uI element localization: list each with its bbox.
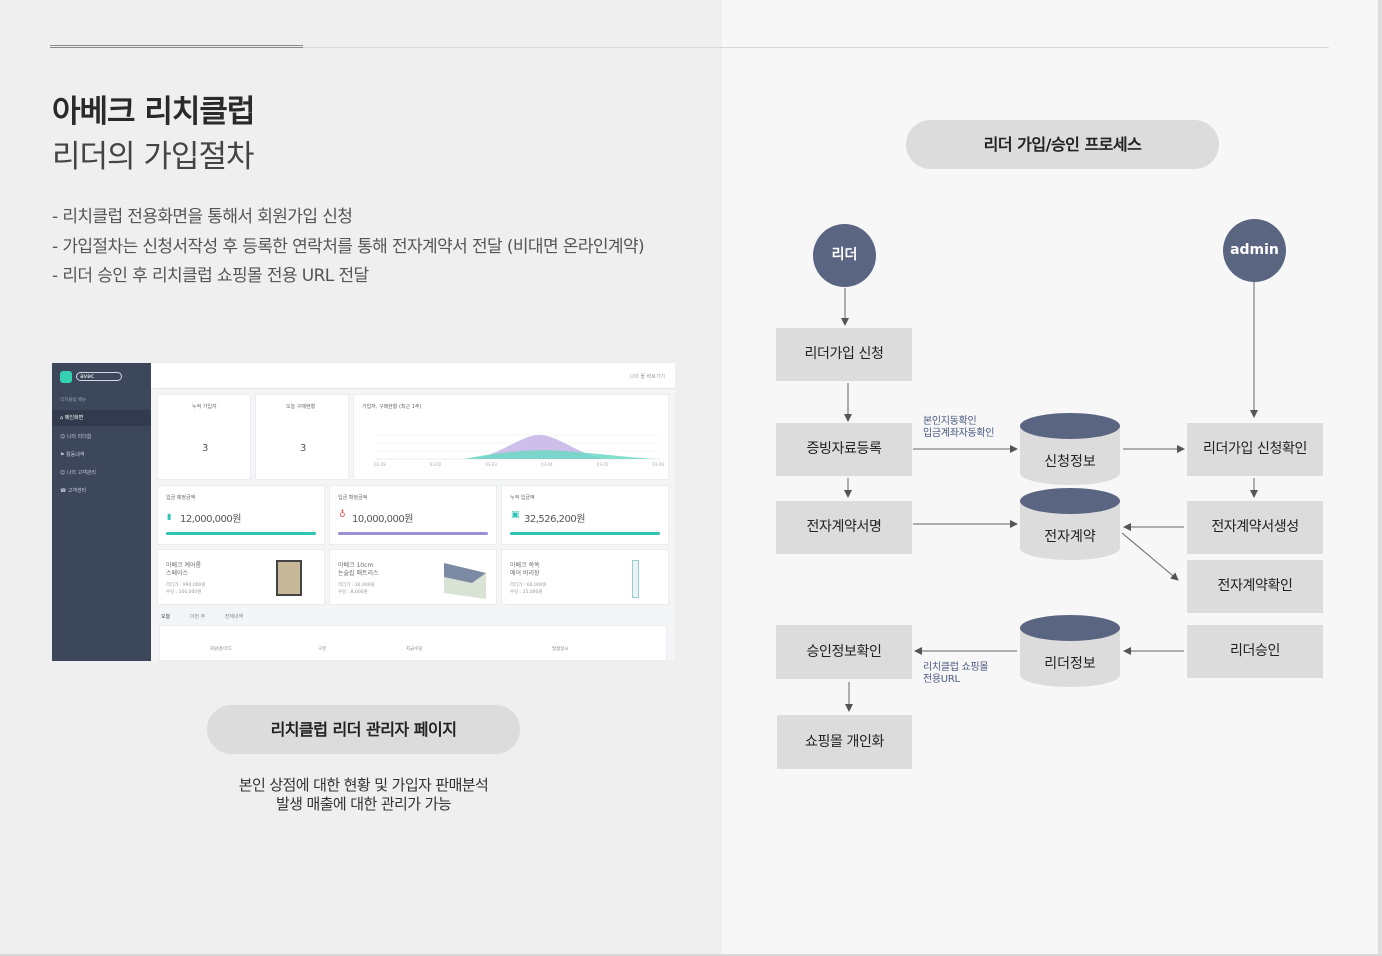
actor-admin: admin [1223, 219, 1286, 282]
stat-card: 오늘 구매현황 3 [255, 394, 349, 480]
step-shop-personalize: 쇼핑몰 개인화 [777, 715, 912, 769]
period-tabs: 오늘 이번 주 전체내역 [161, 613, 243, 620]
product-image [632, 560, 639, 598]
commission-table: 회원명/코드 구분 지급수당 발생일시 [159, 625, 667, 661]
tab-today[interactable]: 오늘 [161, 614, 171, 620]
logo-icon [60, 371, 72, 383]
stat-card: 누적 가입자 3 [157, 394, 251, 480]
x-tick: 03-03 [485, 462, 497, 467]
x-tick: 02-28 [374, 462, 386, 467]
product-image [276, 560, 302, 596]
tab-all[interactable]: 전체내역 [224, 614, 244, 620]
header-divider [50, 47, 1329, 48]
x-tick: 03-04 [541, 462, 553, 467]
table-header: 구분 [318, 647, 327, 652]
dashboard-screenshot: avec 리치클럽 메뉴 ⌂ 메인화면 ☺ 나의 리더쉽 ⚑ 활동내역 ☺ 나의… [52, 363, 675, 661]
table-header: 발생일시 [552, 647, 569, 652]
home-icon: ⌂ [60, 415, 65, 421]
sidebar-item-support[interactable]: ☎ 고객센터 [60, 488, 87, 494]
step-leader-approve: 리더승인 [1187, 625, 1323, 678]
user-icon: ☺ [60, 434, 67, 440]
dashboard-topbar: 나의 몰 바로가기 [151, 363, 675, 389]
progress-bar [166, 532, 316, 535]
step-approval-check: 승인정보확인 [776, 625, 912, 679]
db-application-info: 신청정보 [1020, 413, 1120, 485]
frame-right-edge [1378, 0, 1382, 956]
database-icon [1020, 615, 1120, 641]
sidebar-item-customers[interactable]: ☺ 나의 고객관리 [60, 470, 97, 476]
database-icon [1020, 413, 1120, 439]
sidebar-item-activity[interactable]: ⚑ 활동내역 [60, 452, 85, 458]
db-leader-info: 리더정보 [1020, 615, 1120, 687]
page-subtitle: 리더의 가입절차 [52, 139, 254, 175]
step-application-confirm: 리더가입 신청확인 [1187, 423, 1323, 476]
progress-bar [338, 532, 488, 535]
process-title-pill: 리더 가입/승인 프로세스 [906, 120, 1219, 169]
table-header: 회원명/코드 [210, 647, 233, 652]
menu-header: 리치클럽 메뉴 [60, 398, 87, 403]
area-series-sales [464, 450, 654, 459]
actor-leader: 리더 [813, 224, 876, 287]
sidebar-item-main[interactable]: ⌂ 메인화면 [52, 410, 151, 426]
money-card: 입금 예정금액 ▮ 12,000,000원 [157, 485, 325, 545]
note-shop-url: 리치클럽 쇼핑몰 전용URL [923, 662, 989, 685]
dashboard-sidebar: avec 리치클럽 메뉴 ⌂ 메인화면 ☺ 나의 리더쉽 ⚑ 활동내역 ☺ 나의… [52, 363, 151, 661]
bullet-item: - 리치클럽 전용화면을 통해서 회원가입 신청 [52, 207, 353, 227]
bullet-item: - 가입절차는 신청서작성 후 등록한 연락처를 통해 전자계약서 전달 (비대… [52, 236, 645, 257]
bullet-list: - 리치클럽 전용화면을 통해서 회원가입 신청 - 가입절차는 신청서작성 후… [52, 203, 645, 292]
arrow [1121, 532, 1179, 581]
bar-chart-icon: ▮ [167, 512, 172, 521]
my-mall-link[interactable]: 나의 몰 바로가기 [629, 374, 665, 380]
database-icon [1020, 488, 1120, 514]
flag-icon: ⚑ [60, 452, 67, 458]
medal-icon: ♁ [339, 510, 346, 520]
x-tick: 03-05 [596, 462, 609, 467]
step-e-contract-sign: 전자계약서명 [776, 501, 912, 554]
step-e-contract-create: 전자계약서생성 [1187, 501, 1323, 554]
money-card: 누적 입금액 ▣ 32,526,200원 [501, 485, 669, 545]
x-tick: 03-02 [429, 462, 442, 467]
bullet-item: - 리더 승인 후 리치클럽 쇼핑몰 전용 URL 전달 [52, 266, 369, 286]
x-tick: 03-06 [652, 462, 664, 467]
chart-x-ticks: 02-28 03-02 03-03 03-04 03-05 03-06 [374, 462, 664, 467]
step-evidence-register: 증빙자료등록 [776, 423, 912, 476]
progress-bar [510, 532, 660, 535]
note-auto-verification: 본인지동확인 입금계좌자동확인 [923, 416, 995, 439]
table-header: 지급수당 [406, 647, 423, 652]
step-e-contract-confirm: 전자계약확인 [1187, 560, 1323, 613]
db-e-contract: 전자계약 [1020, 488, 1120, 560]
admin-page-pill: 리치클럽 리더 관리자 페이지 [207, 705, 520, 754]
mini-area-chart [376, 434, 660, 460]
money-card: 입금 확정금액 ♁ 10,000,000원 [329, 485, 497, 545]
dashboard-main: 나의 몰 바로가기 누적 가입자 3 오늘 구매현황 3 가입자, 구매현황 (… [151, 363, 675, 661]
users-icon: ☺ [60, 470, 67, 476]
chart-card: 가입자, 구매현황 (최근 1주) 02-28 03-02 03-03 03-0… [353, 394, 669, 480]
frame-bottom-edge [0, 954, 1382, 956]
logo-text: avec [76, 372, 122, 381]
step-leader-apply: 리더가입 신청 [776, 328, 912, 381]
product-image [444, 563, 486, 599]
admin-page-caption: 본인 상점에 대한 현황 및 가입자 판매분석 발생 매출에 대한 관리가 가능 [238, 776, 489, 813]
gift-icon: ▣ [511, 510, 520, 520]
headset-icon: ☎ [60, 488, 68, 494]
sidebar-item-leadership[interactable]: ☺ 나의 리더쉽 [60, 434, 92, 440]
tab-this-week[interactable]: 이번 주 [189, 614, 206, 620]
header-divider-accent [50, 45, 303, 48]
page-title: 아베크 리치클럽 [52, 94, 255, 130]
